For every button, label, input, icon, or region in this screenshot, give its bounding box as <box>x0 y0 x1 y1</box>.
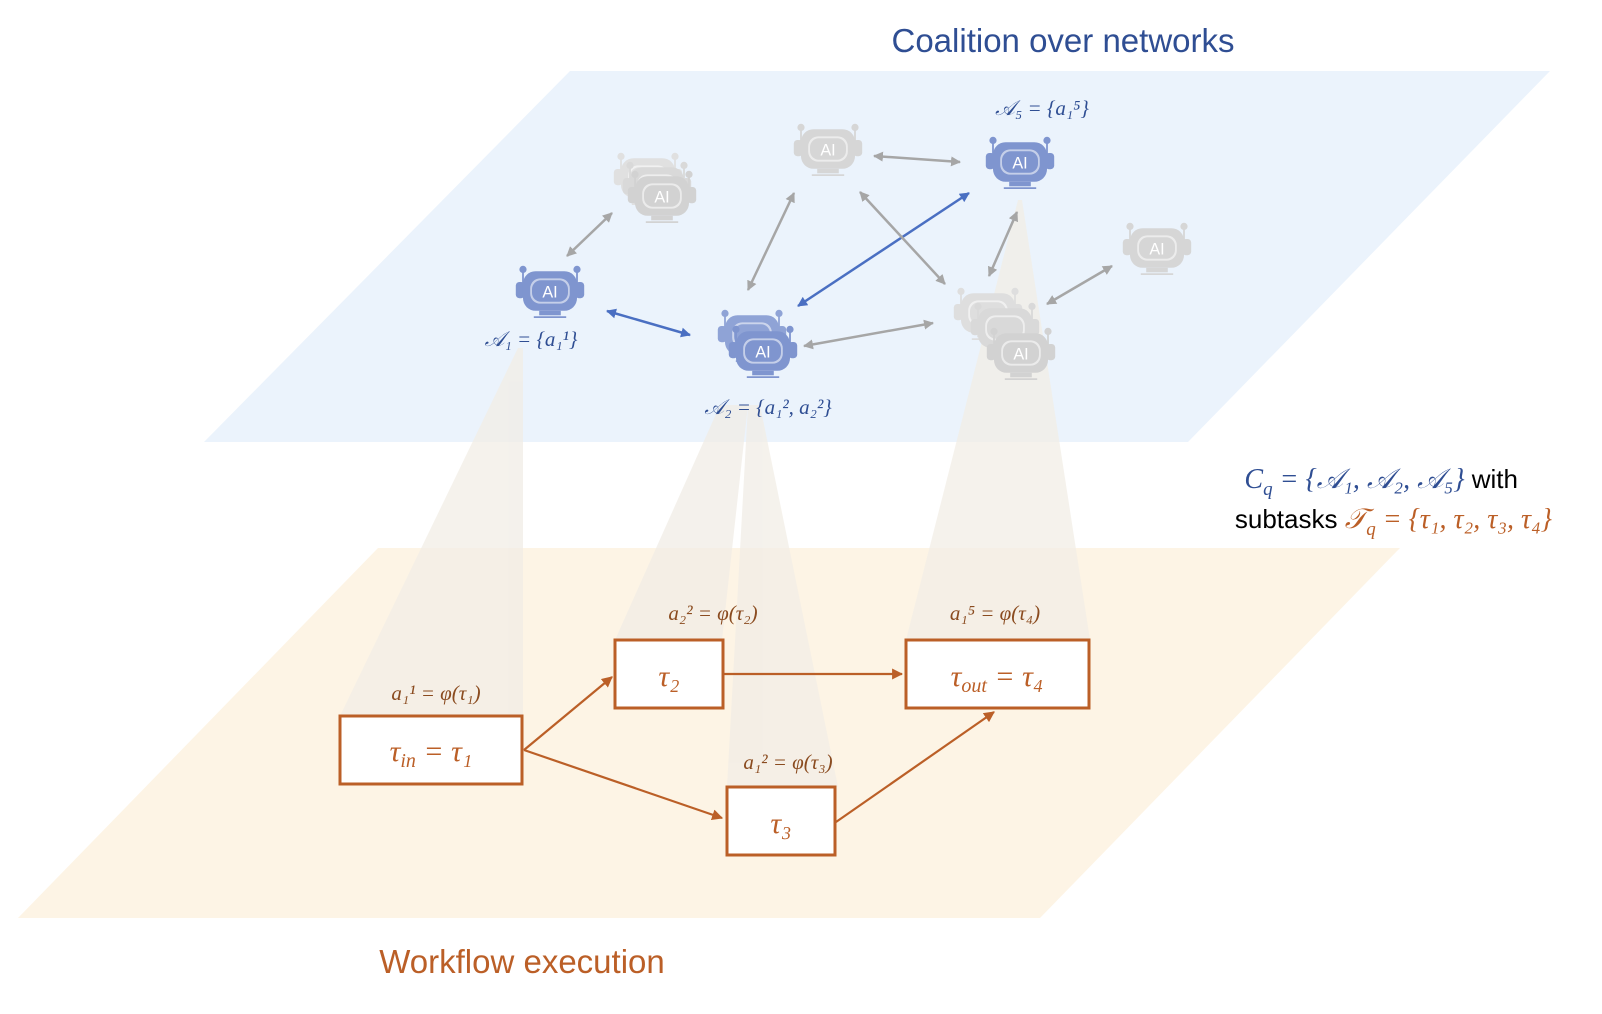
agent-icon: AI <box>727 324 799 379</box>
subtasks-set: = {τ₁, τ₂, τ₃, τ₄} <box>1376 504 1552 535</box>
agent-icon: AI <box>1121 221 1193 276</box>
agent-icon: AI <box>626 169 698 224</box>
subtasks-gap <box>1338 504 1345 534</box>
agent-label-a5: 𝒜₅ = {a₁⁵} <box>995 96 1089 120</box>
agent-icon-text: AI <box>1012 154 1027 172</box>
subtasks-line: subtasks 𝒯q = {τ₁, τ₂, τ₃, τ₄} <box>1235 504 1552 540</box>
subtasks-lhs-sub: q <box>1366 519 1376 540</box>
edge-a2-topcenter <box>746 192 796 291</box>
edge-rightcluster-farright <box>1046 264 1113 306</box>
network-title: Coalition over networks <box>892 22 1235 59</box>
workflow-title: Workflow execution <box>379 943 665 980</box>
agent-icon-text: AI <box>1013 345 1028 363</box>
network-edges <box>566 151 1113 350</box>
coalition-lhs: C <box>1244 464 1263 495</box>
coalition-lhs-sub: q <box>1263 479 1273 500</box>
beam-a5 <box>906 200 1090 640</box>
agent-icon-text: AI <box>820 141 835 159</box>
agent-icon: AI <box>985 326 1057 381</box>
task-box <box>725 785 837 857</box>
task-label: τout = τ₄ <box>951 660 1044 697</box>
edge-a5-rightcluster <box>987 211 1019 277</box>
coalition-with: with <box>1465 464 1518 494</box>
task-label: τ₃ <box>770 807 791 840</box>
coalition-set: = {𝒜₁, 𝒜₂, 𝒜₅} <box>1273 464 1465 495</box>
task-label-sub: in <box>400 750 416 772</box>
agent-label-a2: 𝒜₂ = {a₁², a₂²} <box>704 395 832 419</box>
edge-t1-t3 <box>523 748 724 820</box>
workflow-edges <box>523 668 995 823</box>
task-t4: τout = τ₄ a₁⁵ = φ(τ₄) <box>904 601 1091 710</box>
agent-icon-text: AI <box>542 283 557 301</box>
task-label-sub: out <box>961 675 987 697</box>
task-assign: a₁⁵ = φ(τ₄) <box>950 601 1040 625</box>
edge-a1-topgroup <box>566 212 613 257</box>
coalition-line: Cq = {𝒜₁, 𝒜₂, 𝒜₅} with <box>1244 464 1518 500</box>
beam-a1 <box>340 348 523 716</box>
task-label-rest: = τ₄ <box>987 660 1043 693</box>
task-label-rest: = τ₁ <box>416 735 472 768</box>
agent-icon-text: AI <box>1149 240 1164 258</box>
agent-label-a1: 𝒜₁ = {a₁¹} <box>485 327 578 351</box>
projection-beams <box>340 200 1090 787</box>
agent-icon: AI <box>792 122 864 177</box>
task-box <box>904 638 1091 710</box>
task-t1: τin = τ₁ a₁¹ = φ(τ₁) <box>338 681 524 786</box>
agent-icon-text: AI <box>654 188 669 206</box>
agent-group-topleft: AI <box>612 151 698 224</box>
agent-a1-icon: AI <box>514 264 586 319</box>
task-box <box>338 714 524 786</box>
task-t2: τ₂ a₂² = φ(τ₂) <box>613 601 758 710</box>
task-box <box>613 638 725 710</box>
edge-t3-t4 <box>835 711 995 823</box>
task-label: τ₂ <box>658 660 679 693</box>
task-label-main: τ <box>390 735 402 768</box>
agent-a5-icon: AI <box>984 135 1056 190</box>
task-t3: τ₃ a₁² = φ(τ₃) <box>725 750 837 857</box>
task-assign: a₁¹ = φ(τ₁) <box>391 681 480 705</box>
edge-topcenter-a5 <box>873 151 961 167</box>
task-assign: a₁² = φ(τ₃) <box>743 750 832 774</box>
network-plane <box>204 71 1550 442</box>
agents: AI AI AI AI AI AI <box>514 122 1193 381</box>
edge-topcenter-rightcluster <box>859 191 946 285</box>
task-label-main: τ <box>951 660 963 693</box>
beam-a2-t2 <box>615 405 748 640</box>
agent-a2-group: AI <box>716 308 799 379</box>
task-assign: a₂² = φ(τ₂) <box>668 601 757 625</box>
beam-a2-t3 <box>727 405 838 787</box>
task-label: τin = τ₁ <box>390 735 473 772</box>
subtasks-word: subtasks <box>1235 504 1338 534</box>
edge-a2-rightcluster <box>803 319 934 350</box>
agent-group-right: AI <box>952 286 1057 381</box>
edge-a1-a2 <box>606 308 691 338</box>
edge-t1-t2 <box>523 676 613 751</box>
agent-icon-text: AI <box>755 343 770 361</box>
coalition-statement: Cq = {𝒜₁, 𝒜₂, 𝒜₅} with subtasks 𝒯q = {τ₁… <box>1235 464 1552 540</box>
